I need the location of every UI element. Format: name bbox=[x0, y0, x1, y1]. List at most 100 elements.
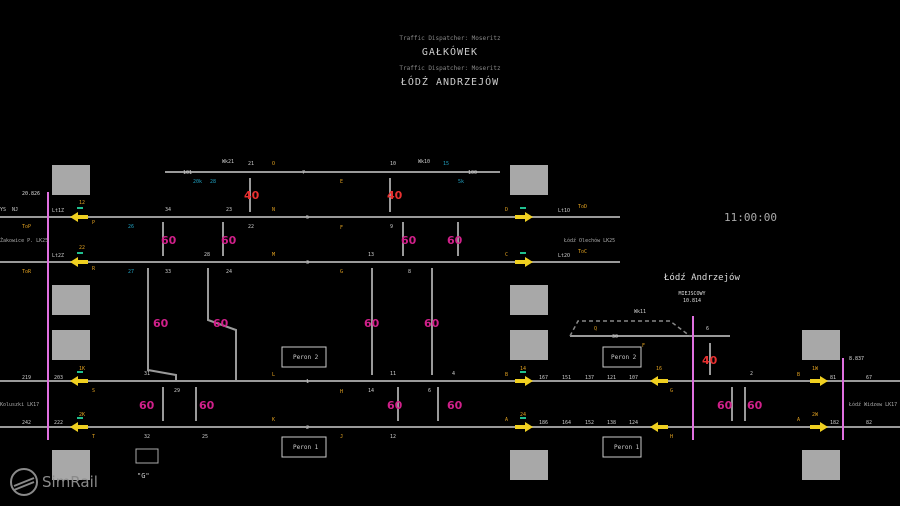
svg-text:186: 186 bbox=[539, 420, 548, 426]
svg-text:124: 124 bbox=[629, 420, 638, 426]
svg-text:2W: 2W bbox=[812, 412, 819, 418]
speed-limit: 60 bbox=[401, 234, 417, 247]
svg-text:Lt1Z: Lt1Z bbox=[52, 208, 64, 214]
svg-text:ToC: ToC bbox=[578, 249, 587, 255]
speed-limit: 60 bbox=[447, 399, 463, 412]
platform-labels: Peron 2 Peron 1 Peron 2 Peron 1 bbox=[293, 354, 640, 451]
svg-text:Wk11: Wk11 bbox=[634, 309, 646, 315]
svg-text:L: L bbox=[272, 372, 275, 378]
svg-text:167: 167 bbox=[539, 375, 548, 381]
station-title: GAŁKÓWEK bbox=[421, 47, 479, 58]
svg-text:C: C bbox=[505, 252, 508, 258]
svg-text:M: M bbox=[272, 252, 275, 258]
line-label: Łódź Widzew LK17 bbox=[848, 401, 897, 408]
svg-text:16: 16 bbox=[656, 366, 662, 372]
svg-text:G: G bbox=[670, 388, 673, 394]
svg-text:8: 8 bbox=[408, 269, 411, 275]
svg-text:28: 28 bbox=[210, 179, 216, 185]
svg-text:182: 182 bbox=[830, 420, 839, 426]
svg-text:K: K bbox=[272, 417, 275, 423]
svg-text:242: 242 bbox=[22, 420, 31, 426]
svg-text:6: 6 bbox=[706, 326, 709, 332]
block bbox=[802, 330, 840, 360]
svg-text:D: D bbox=[505, 207, 508, 213]
svg-text:152: 152 bbox=[585, 420, 594, 426]
platform-label: Peron 1 bbox=[614, 444, 640, 451]
km-posts bbox=[47, 192, 844, 440]
svg-text:15: 15 bbox=[443, 161, 449, 167]
line-label: Żakowice P. LK25 bbox=[0, 237, 48, 244]
svg-text:82: 82 bbox=[866, 420, 872, 426]
svg-text:107: 107 bbox=[629, 375, 638, 381]
svg-text:ToD: ToD bbox=[578, 204, 587, 210]
svg-text:151: 151 bbox=[562, 375, 571, 381]
platforms bbox=[281, 346, 642, 458]
svg-text:S: S bbox=[92, 388, 95, 394]
block bbox=[510, 450, 548, 480]
dispatcher-label: Traffic Dispatcher: Moseritz bbox=[399, 35, 501, 42]
station-km: 10.814 bbox=[682, 298, 702, 304]
tracks bbox=[0, 171, 900, 428]
svg-text:Lt2Z: Lt2Z bbox=[52, 253, 64, 259]
svg-text:E: E bbox=[340, 179, 343, 185]
svg-text:5: 5 bbox=[306, 215, 309, 221]
speed-limit: 60 bbox=[199, 399, 215, 412]
svg-text:67: 67 bbox=[866, 375, 872, 381]
svg-text:138: 138 bbox=[607, 420, 616, 426]
svg-text:F: F bbox=[340, 225, 343, 231]
km-label: 20.826 bbox=[22, 191, 40, 197]
block bbox=[802, 450, 840, 480]
svg-text:24: 24 bbox=[226, 269, 232, 275]
svg-text:26: 26 bbox=[128, 224, 134, 230]
svg-text:2: 2 bbox=[306, 425, 309, 431]
svg-text:N: N bbox=[272, 207, 275, 213]
svg-text:219: 219 bbox=[22, 375, 31, 381]
svg-text:1K: 1K bbox=[79, 366, 85, 372]
svg-text:Lt1O: Lt1O bbox=[558, 208, 570, 214]
dispatcher-label: Traffic Dispatcher: Moseritz bbox=[399, 65, 501, 72]
speed-limit-red: 40 bbox=[702, 354, 718, 367]
svg-text:T: T bbox=[92, 434, 95, 440]
svg-text:101: 101 bbox=[183, 170, 192, 176]
svg-text:H: H bbox=[670, 434, 673, 440]
svg-text:32: 32 bbox=[144, 434, 150, 440]
svg-text:Q: Q bbox=[594, 326, 597, 332]
bottom-box bbox=[135, 448, 159, 464]
line-label: Koluszki LK17 bbox=[0, 402, 39, 408]
svg-text:B: B bbox=[505, 372, 508, 378]
svg-text:B: B bbox=[797, 372, 800, 378]
block-markers bbox=[52, 165, 840, 480]
station-name: Łódź Andrzejów bbox=[664, 273, 740, 283]
svg-text:G: G bbox=[340, 269, 343, 275]
svg-text:P: P bbox=[92, 220, 95, 226]
svg-text:3: 3 bbox=[306, 260, 309, 266]
svg-text:1: 1 bbox=[306, 379, 309, 385]
svg-text:164: 164 bbox=[562, 420, 571, 426]
block bbox=[52, 165, 90, 195]
speed-limit: 60 bbox=[387, 399, 403, 412]
signal-markers bbox=[77, 207, 526, 419]
clock: 11:00:00 bbox=[724, 211, 777, 224]
svg-text:1W: 1W bbox=[812, 366, 819, 372]
svg-text:Wk10: Wk10 bbox=[418, 159, 430, 165]
line-labels: 20.826 8.837 Żakowice P. LK25 Łódź Olech… bbox=[0, 191, 897, 408]
svg-text:7: 7 bbox=[302, 170, 305, 176]
speed-limits: 40 40 40 60 60 60 60 60 60 60 60 60 60 6… bbox=[139, 189, 763, 412]
svg-text:Lt2O: Lt2O bbox=[558, 253, 570, 259]
svg-text:12: 12 bbox=[390, 434, 396, 440]
svg-text:12: 12 bbox=[79, 200, 85, 206]
block bbox=[510, 330, 548, 360]
svg-text:ToP: ToP bbox=[22, 224, 31, 230]
svg-text:23: 23 bbox=[226, 207, 232, 213]
speed-limit: 60 bbox=[747, 399, 763, 412]
svg-text:81: 81 bbox=[830, 375, 836, 381]
svg-text:9: 9 bbox=[390, 224, 393, 230]
speed-limit: 60 bbox=[213, 317, 229, 330]
svg-text:222: 222 bbox=[54, 420, 63, 426]
station-title: ŁÓDŹ ANDRZEJÓW bbox=[400, 77, 500, 88]
svg-text:H: H bbox=[340, 389, 343, 395]
simrail-logo-icon bbox=[10, 468, 38, 496]
svg-text:203: 203 bbox=[54, 375, 63, 381]
svg-text:5k: 5k bbox=[458, 179, 464, 185]
